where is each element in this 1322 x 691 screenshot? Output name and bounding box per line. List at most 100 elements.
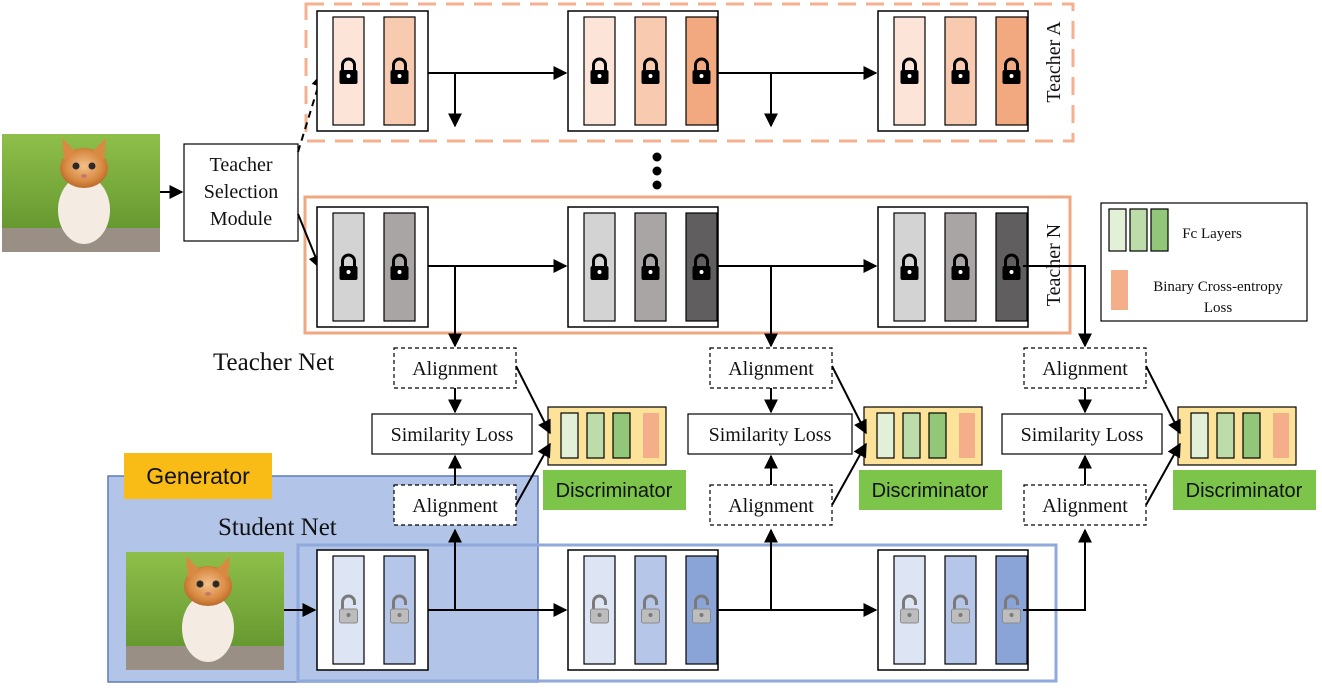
kitten-photo-student <box>126 552 284 670</box>
discriminator-1-fc-2 <box>586 412 605 459</box>
teacher-selection-label-1: Teacher <box>210 154 273 176</box>
arrow-teacher-align-to-disc-1 <box>515 365 551 435</box>
teacher-a-stage-1 <box>316 10 429 132</box>
teacher-a-stage-3 <box>877 10 1029 132</box>
student-stage-2 <box>567 549 719 671</box>
teacher-selection-module-box <box>183 143 299 242</box>
lock-icon <box>590 57 609 84</box>
teacher-n-tap-3 <box>1023 265 1092 348</box>
similarity-loss-box-2 <box>687 413 853 455</box>
similarity-loss-box-3 <box>1001 413 1163 455</box>
discriminator-2-fc-2 <box>902 412 921 459</box>
discriminator-3-fc-2 <box>1216 412 1235 459</box>
legend: Fc Layers Binary Cross-entropy Loss <box>1100 202 1308 322</box>
student-stage-1 <box>316 549 429 671</box>
teacher-n-stage-3 <box>877 206 1029 328</box>
teacher-net-label: Teacher Net <box>213 349 334 376</box>
lock-icon <box>951 253 970 280</box>
lock-icon <box>1002 57 1021 84</box>
lock-icon <box>1002 253 1021 280</box>
teacher-a-label: Teacher A <box>1043 21 1065 103</box>
discriminator-tag-2 <box>859 470 1002 510</box>
legend-fc-label: Fc Layers <box>1182 226 1242 242</box>
legend-bce-swatch <box>1111 270 1128 310</box>
lock-icon <box>692 57 711 84</box>
discriminator-tag-3 <box>1173 470 1316 510</box>
arrow-teacher-align-to-disc-2 <box>831 365 867 435</box>
legend-bce-label-2: Loss <box>1204 300 1233 316</box>
student-stage-3 <box>877 549 1029 671</box>
lock-icon <box>641 253 660 280</box>
teacher-n-stage-1 <box>316 206 429 328</box>
discriminator-tag-1 <box>543 470 686 510</box>
similarity-loss-label-3: Similarity Loss <box>1021 424 1144 446</box>
student-alignment-2 <box>709 484 833 526</box>
teacher-alignment-1-label: Alignment <box>412 358 498 380</box>
teacher-n-stage-2 <box>567 206 719 328</box>
arrow-student-align-to-disc-1 <box>515 442 551 506</box>
teacher-alignment-3-label: Alignment <box>1042 358 1128 380</box>
discriminator-3-bce <box>1273 413 1289 458</box>
discriminator-1-fc-1 <box>560 412 579 459</box>
unlock-icon <box>951 594 970 624</box>
teacher-a-stage-2 <box>567 10 719 132</box>
generator-tag <box>124 453 272 499</box>
arrow-student-align-to-disc-3 <box>1145 442 1181 506</box>
lock-icon <box>339 57 358 84</box>
similarity-loss-label-2: Similarity Loss <box>709 424 832 446</box>
vertical-ellipsis-icon <box>652 152 662 190</box>
legend-bce-label-1: Binary Cross-entropy <box>1153 279 1283 295</box>
discriminator-1-bce <box>643 413 659 458</box>
kitten-photo-input <box>2 134 160 252</box>
lock-icon <box>339 253 358 280</box>
unlock-icon <box>590 594 609 624</box>
lock-icon <box>590 253 609 280</box>
similarity-loss-label-1: Similarity Loss <box>391 424 514 446</box>
similarity-loss-box-1 <box>371 413 533 455</box>
discriminator-3-fc-3 <box>1242 412 1261 459</box>
unlock-icon <box>339 594 358 624</box>
lock-icon <box>900 253 919 280</box>
lock-icon <box>641 57 660 84</box>
student-net-label: Student Net <box>218 514 337 541</box>
discriminator-2-fc-1 <box>876 412 895 459</box>
teacher-selection-label-2: Selection <box>204 181 278 203</box>
student-alignment-3-label: Alignment <box>1042 495 1128 517</box>
teacher-a-stage-2-layer-2 <box>634 16 667 126</box>
teacher-alignment-2-label: Alignment <box>728 358 814 380</box>
lock-icon <box>951 57 970 84</box>
unlock-icon <box>390 594 409 624</box>
discriminator-label-3: Discriminator <box>1186 480 1303 502</box>
discriminator-2-fc-3 <box>928 412 947 459</box>
discriminator-3-fc-1 <box>1190 412 1209 459</box>
arrow-student-align-to-disc-2 <box>831 442 867 506</box>
arrow-selection-to-teacher-a <box>297 72 325 153</box>
discriminator-label-2: Discriminator <box>872 480 989 502</box>
student-tap-3 <box>1023 528 1092 611</box>
legend-fc-2 <box>1129 208 1148 252</box>
lock-icon <box>900 57 919 84</box>
unlock-icon <box>692 594 711 624</box>
teacher-selection-label-3: Module <box>210 208 272 230</box>
lock-icon <box>390 57 409 84</box>
teacher-alignment-1 <box>393 347 517 389</box>
discriminator-2-bce <box>959 413 975 458</box>
discriminator-label-1: Discriminator <box>556 480 673 502</box>
student-container <box>296 543 1058 683</box>
arrow-teacher-align-to-disc-3 <box>1145 365 1181 435</box>
student-alignment-1-label: Alignment <box>412 495 498 517</box>
unlock-icon <box>641 594 660 624</box>
unlock-icon <box>900 594 919 624</box>
student-alignment-1 <box>393 484 517 526</box>
legend-fc-3 <box>1150 208 1169 252</box>
lock-icon <box>390 253 409 280</box>
discriminator-1-fc-3 <box>612 412 631 459</box>
legend-fc-1 <box>1108 208 1127 252</box>
lock-icon <box>692 253 711 280</box>
